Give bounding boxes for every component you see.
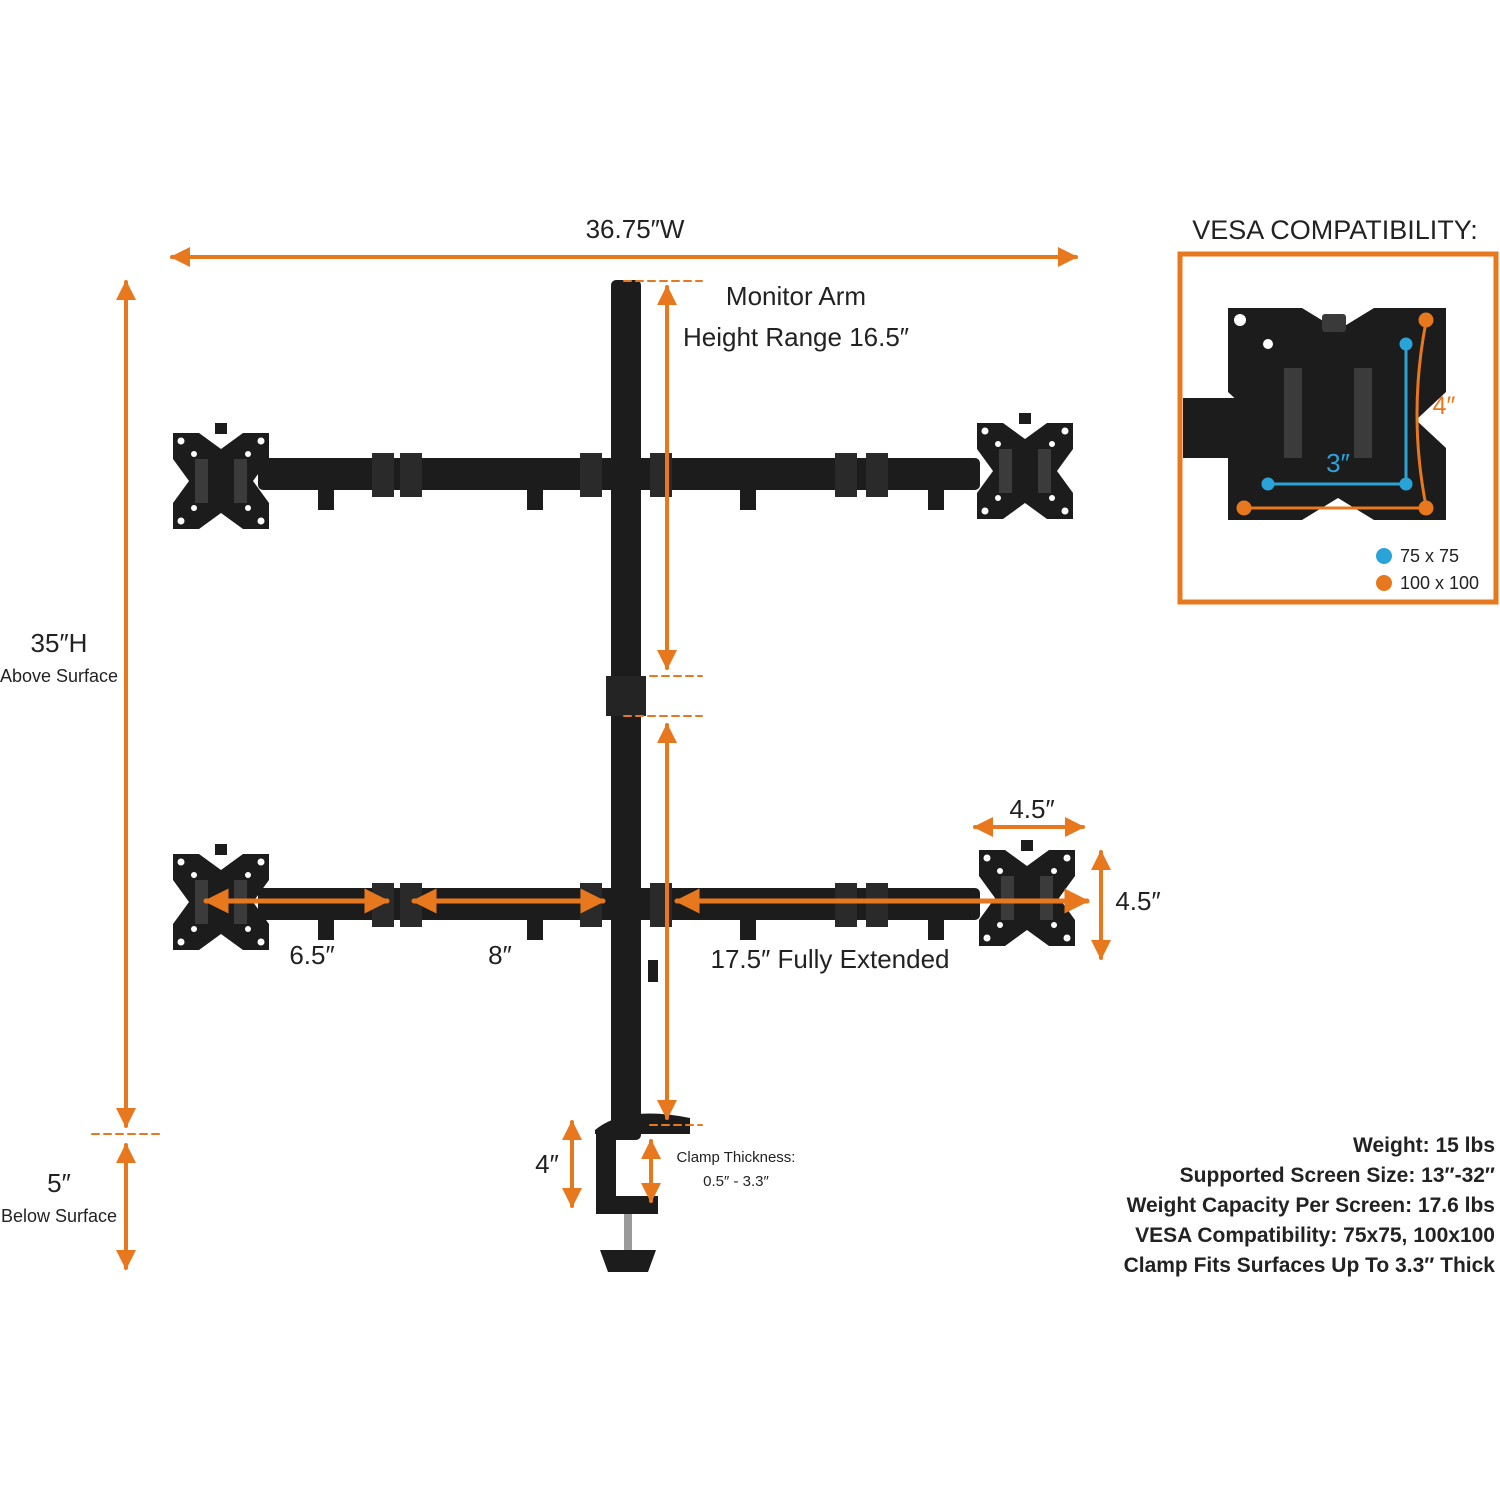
legend-label-100: 100 x 100 <box>1400 573 1479 593</box>
spec-weight: Weight: 15 lbs <box>1353 1134 1495 1157</box>
legend-swatch-75 <box>1376 548 1392 564</box>
extended-label: 17.5″ Fully Extended <box>710 944 949 974</box>
upper-arm-assembly <box>258 453 980 510</box>
vesa-frame <box>1177 251 1499 605</box>
arm-height-label-line2: Height Range 16.5″ <box>683 322 909 352</box>
vesa-height-label: 4″ <box>1433 392 1456 420</box>
vesa-knob <box>1322 314 1346 332</box>
vesa-100-pattern <box>1236 312 1434 516</box>
dimension-lines <box>91 247 1111 1270</box>
legend-swatch-100 <box>1376 575 1392 591</box>
spec-screen-size: Supported Screen Size: 13″-32″ <box>1180 1164 1495 1187</box>
specs-list: Weight: 15 lbs Supported Screen Size: 13… <box>1124 1134 1496 1277</box>
vesa-panel: VESA COMPATIBILITY: 3″ 4″ 75 x 75 <box>1177 215 1499 605</box>
vesa-plate-top-left <box>173 423 269 529</box>
dimension-labels: 36.75″W 35″H Above Surface 5″ Below Surf… <box>0 214 1161 1226</box>
arm-range-guides <box>623 280 703 1126</box>
spec-weight-capacity: Weight Capacity Per Screen: 17.6 lbs <box>1127 1194 1495 1217</box>
vesa-plate-bottom-right <box>979 840 1075 946</box>
pole-collar <box>606 676 646 716</box>
seg1-label: 6.5″ <box>289 940 334 970</box>
clamp-thickness-label-line1: Clamp Thickness: <box>677 1149 796 1166</box>
height-sublabel: Above Surface <box>0 666 118 686</box>
vesa-plate-top-right <box>977 413 1073 519</box>
vesa-plate-large <box>1228 308 1446 520</box>
arm-height-label-line1: Monitor Arm <box>726 281 866 311</box>
overall-width-label: 36.75″W <box>586 214 685 244</box>
legend-label-75: 75 x 75 <box>1400 546 1459 566</box>
spec-vesa: VESA Compatibility: 75x75, 100x100 <box>1135 1224 1495 1247</box>
plate-width-label: 4.5″ <box>1009 794 1054 824</box>
clamp-height-label: 4″ <box>535 1149 559 1179</box>
below-surface-value: 5″ <box>47 1168 71 1198</box>
vesa-legend: 75 x 75 100 x 100 <box>1376 546 1479 593</box>
monitor-mount-illustration <box>173 280 1075 1272</box>
vesa-width-label: 3″ <box>1326 448 1350 478</box>
vesa-75-pattern <box>1261 337 1413 491</box>
vesa-plate-bottom-left <box>173 844 269 950</box>
spec-clamp: Clamp Fits Surfaces Up To 3.3″ Thick <box>1124 1254 1496 1277</box>
seg2-label: 8″ <box>488 940 512 970</box>
plate-height-label: 4.5″ <box>1115 886 1160 916</box>
vesa-title: VESA COMPATIBILITY: <box>1192 215 1478 245</box>
clamp-thickness-label-line2: 0.5″ - 3.3″ <box>703 1173 769 1190</box>
desk-clamp <box>595 1113 690 1272</box>
height-label: 35″H <box>31 628 88 658</box>
below-surface-sublabel: Below Surface <box>1 1206 117 1226</box>
